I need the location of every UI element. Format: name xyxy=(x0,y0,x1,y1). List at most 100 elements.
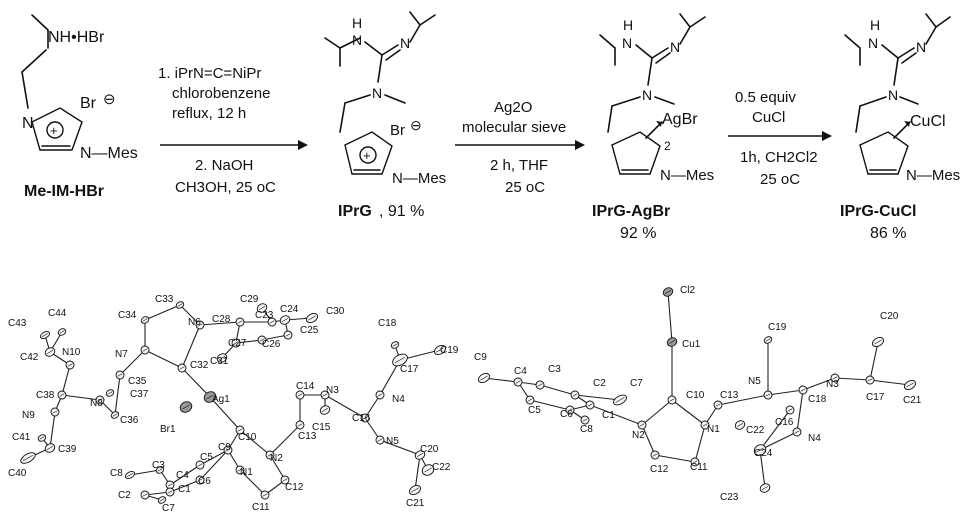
ortep-ag-atom-label: C15 xyxy=(312,422,331,433)
label-n-mes: N—Mes xyxy=(80,145,138,162)
ortep-ag-atom-label: C1 xyxy=(178,484,191,495)
step1-solvent: chlorobenzene xyxy=(172,85,270,102)
ortep-cu-atom-label: C6 xyxy=(560,409,573,420)
ortep-cu-atom-label: C11 xyxy=(690,462,708,473)
ortep-ag-atom-label: C24 xyxy=(280,304,299,315)
ortep-cu-atom-octant xyxy=(761,485,769,491)
cation-circle xyxy=(46,121,64,139)
ortep-ag-atom-label: N1 xyxy=(240,467,253,478)
ortep-ag-atom-label: C22 xyxy=(432,462,451,473)
ortep-cu-atom-octant xyxy=(800,388,806,392)
compound-name-iprg-agbr: IPrG-AgBr xyxy=(592,203,670,220)
step3-equiv: 0.5 equiv xyxy=(735,89,796,106)
ortep-cu-atom-octant xyxy=(692,460,698,464)
ortep-cu-atom-label: C18 xyxy=(808,394,827,405)
ortep-ag-atom-label: C19 xyxy=(440,345,459,356)
ortep-ag-atom-octant xyxy=(281,317,289,323)
ortep-cu-atom-octant xyxy=(787,408,793,412)
ortep-ag-atom-label: C8 xyxy=(110,468,123,479)
ortep-ag-atom-octant xyxy=(297,393,303,397)
ortep-ag-atom-octant xyxy=(218,355,226,361)
ortep-ag-atom-label: C5 xyxy=(200,452,213,463)
ortep-cu-bond xyxy=(529,399,571,411)
ortep-cu-atom-label: C21 xyxy=(903,395,922,406)
ortep-cu-atom-label: C12 xyxy=(650,464,669,475)
ortep-ag-bond xyxy=(179,304,201,326)
ortep-cu-atom-label: C10 xyxy=(686,390,705,401)
ag-coord-2: 2 xyxy=(664,139,671,153)
ortep-cu-atom-label: C23 xyxy=(720,492,739,503)
ortep-ag-atom-label: C40 xyxy=(8,468,27,479)
ortep-ag-atom-octant xyxy=(297,423,303,427)
ortep-ag-atom-octant xyxy=(52,410,58,414)
ortep-ag-atom-octant xyxy=(285,333,291,337)
step1-reagent: 1. iPrN=C=NiPr xyxy=(158,65,261,82)
label-n-ring: N xyxy=(22,115,34,132)
label-br: Br xyxy=(80,95,97,112)
iprg-n2: N xyxy=(400,35,410,51)
ortep-cu-bond xyxy=(802,377,836,391)
ortep-ag-atom-octant xyxy=(416,452,424,458)
label-nh-hbr: NH•HBr xyxy=(48,29,105,46)
ortep-cu-bond xyxy=(641,399,673,426)
ortep-ag-atom-octant xyxy=(436,347,444,353)
ortep-ag-atom-octant xyxy=(167,490,173,494)
ortep-ag-atom-label: C9 xyxy=(218,442,231,453)
ortep-ag-bond xyxy=(269,424,301,456)
ortep-ag-atom-label: C4 xyxy=(176,470,189,481)
compound-name-iprg-cucl: IPrG-CuCl xyxy=(840,203,916,220)
ag-n-mes: N—Mes xyxy=(660,167,714,184)
ortep-cu-atom-label: C1 xyxy=(602,410,615,421)
ortep-ag-bond xyxy=(169,464,201,486)
ortep-ag-atom-label: N3 xyxy=(326,385,339,396)
ortep-ag-atom-octant xyxy=(269,320,275,324)
ortep-ag-bond xyxy=(144,349,183,369)
ortep-ag-bond xyxy=(364,394,381,419)
ag-yield: 92 % xyxy=(620,225,656,242)
ortep-ag-bond xyxy=(239,469,266,496)
step1-base: 2. NaOH xyxy=(195,157,253,174)
ortep-cu-atom-label: Cl2 xyxy=(680,285,695,296)
iprg-h: H xyxy=(352,15,362,31)
compound-iprg: H N N N + Br ⊖ N—Mes IPrG , 91 % xyxy=(324,11,446,220)
iprg-yield: , 91 % xyxy=(379,203,424,220)
ortep-ag-atom-label: C38 xyxy=(36,390,55,401)
ortep-cu-atom-octant xyxy=(906,382,914,388)
ortep-cu-atom-label: C19 xyxy=(768,322,787,333)
ortep-cu-atom-octant xyxy=(639,423,645,427)
ortep-ag-atom-octant xyxy=(117,373,123,377)
ag-n2: N xyxy=(670,39,680,55)
ag-h: H xyxy=(623,17,633,33)
ortep-cu-bond xyxy=(654,454,696,463)
ortep-ag-atom-octant xyxy=(395,356,405,364)
ortep-cu-atom-octant xyxy=(527,398,533,402)
ortep-cu-atom-octant xyxy=(715,403,721,407)
iprg-n3: N xyxy=(372,85,382,101)
iprg-plus: + xyxy=(363,148,371,163)
ortep-cu-bond xyxy=(759,449,766,489)
ortep-cu-atom-octant xyxy=(567,408,573,412)
ortep-ag-bond xyxy=(144,304,181,321)
compound-me-im-hbr: NH•HBr Br ⊖ N + N—Mes Me-IM-HBr xyxy=(21,14,138,200)
ortep-cu-bond xyxy=(589,404,643,426)
ortep-ag-atom-label: N6 xyxy=(188,317,201,328)
ortep-ag-atom-octant xyxy=(377,438,383,442)
ortep-ag-bond xyxy=(119,349,146,376)
ortep-cu-atom-label: C20 xyxy=(880,311,899,322)
ortep-cu-atom-octant xyxy=(515,380,521,384)
ortep-ag-atom-label: C7 xyxy=(162,503,175,514)
ortep-ag-atom-octant xyxy=(308,315,316,321)
ortep-ag-bond xyxy=(209,396,241,431)
ortep-ag-atom-label: C27 xyxy=(228,338,247,349)
ortep-ag-atom-octant xyxy=(392,343,398,347)
ortep-ag-atom-octant xyxy=(67,363,73,367)
step2-additive: molecular sieve xyxy=(462,119,566,136)
ortep-cu-atom-label: N5 xyxy=(748,376,761,387)
ortep-ag-bond xyxy=(49,411,56,449)
ortep-cu-bond xyxy=(759,431,798,451)
ortep-cu-atom-label: Cu1 xyxy=(682,339,701,350)
ortep-ag-atom-label: C23 xyxy=(255,310,274,321)
ortep-ag-atom-octant xyxy=(237,468,243,472)
